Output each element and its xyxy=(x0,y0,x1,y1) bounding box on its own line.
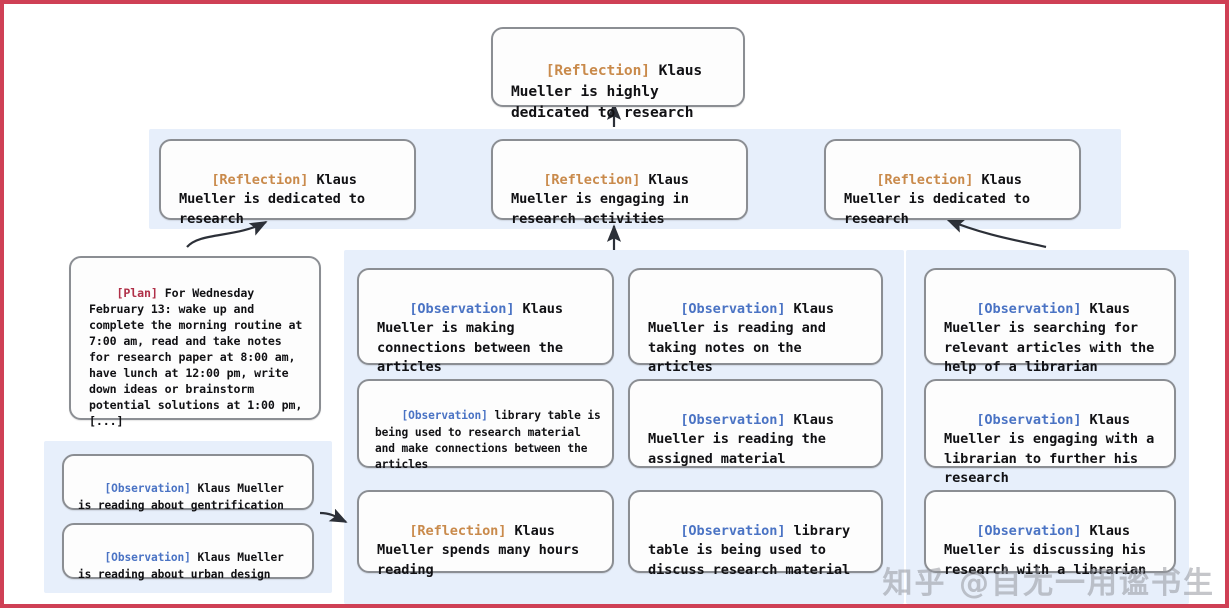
col3-node-one[interactable]: [Observation] Klaus Mueller is searching… xyxy=(924,268,1176,375)
top-reflection-node[interactable]: [Reflection] Klaus Mueller is highly ded… xyxy=(491,27,745,121)
col1-node-three[interactable]: [Reflection] Klaus Mueller spends many h… xyxy=(357,490,614,578)
node-text: Klaus Mueller is highly dedicated to res… xyxy=(511,62,711,122)
node-text: Klaus Mueller is dedicated to research xyxy=(179,171,374,227)
node-text: Klaus Mueller is engaging in research ac… xyxy=(511,171,697,227)
node-text: Klaus Mueller spends many hours reading xyxy=(377,522,588,578)
plan-node[interactable]: [Plan] For Wednesday February 13: wake u… xyxy=(69,256,321,428)
observation-tag: [Observation] xyxy=(104,482,191,496)
node-text: Klaus Mueller is dedicated to research xyxy=(844,171,1039,227)
node-text: For Wednesday February 13: wake up and c… xyxy=(89,285,310,428)
node-text: Klaus Mueller is reading and taking note… xyxy=(648,300,843,376)
observation-tag: [Observation] xyxy=(976,411,1082,428)
reflection-tag: [Reflection] xyxy=(545,62,650,80)
reflection-node-three[interactable]: [Reflection] Klaus Mueller is dedicated … xyxy=(824,139,1081,227)
observation-tag: [Observation] xyxy=(401,409,488,423)
node-text: Klaus Mueller is engaging with a librari… xyxy=(944,411,1163,487)
col3-node-two[interactable]: [Observation] Klaus Mueller is engaging … xyxy=(924,379,1176,486)
col2-node-three[interactable]: [Observation] library table is being use… xyxy=(628,490,883,578)
node-text: Klaus Mueller is making connections betw… xyxy=(377,300,572,376)
node-text: Klaus Mueller is reading the assigned ma… xyxy=(648,411,843,467)
bottomleft-observation-node-two[interactable]: [Observation] Klaus Mueller is reading a… xyxy=(62,523,314,581)
node-text: Klaus Mueller is reading about gentrific… xyxy=(78,482,291,512)
col3-node-three[interactable]: [Observation] Klaus Mueller is discussin… xyxy=(924,490,1176,578)
plan-tag: [Plan] xyxy=(116,285,158,300)
col2-node-one[interactable]: [Observation] Klaus Mueller is reading a… xyxy=(628,268,883,375)
observation-tag: [Observation] xyxy=(680,411,786,428)
node-text: library table is being used to discuss r… xyxy=(648,522,859,578)
observation-tag: [Observation] xyxy=(104,551,191,565)
reflection-tag: [Reflection] xyxy=(211,171,309,188)
bottomleft-observation-node-one[interactable]: [Observation] Klaus Mueller is reading a… xyxy=(62,454,314,512)
observation-tag: [Observation] xyxy=(409,300,515,317)
reflection-tag: [Reflection] xyxy=(876,171,974,188)
node-text: Klaus Mueller is searching for relevant … xyxy=(944,300,1163,376)
node-text: Klaus Mueller is discussing his research… xyxy=(944,522,1155,578)
watermark-text: 知乎 @自尢一用谧书生 xyxy=(882,566,1215,601)
node-text: Klaus Mueller is reading about urban des… xyxy=(78,551,291,581)
observation-tag: [Observation] xyxy=(680,300,786,317)
col1-node-two[interactable]: [Observation] library table is being use… xyxy=(357,379,614,472)
reflection-node-one[interactable]: [Reflection] Klaus Mueller is dedicated … xyxy=(159,139,416,227)
reflection-tag: [Reflection] xyxy=(409,522,507,539)
observation-tag: [Observation] xyxy=(976,522,1082,539)
reflection-node-two[interactable]: [Reflection] Klaus Mueller is engaging i… xyxy=(491,139,748,227)
observation-tag: [Observation] xyxy=(680,522,786,539)
col2-node-two[interactable]: [Observation] Klaus Mueller is reading t… xyxy=(628,379,883,468)
node-text: library table is being used to research … xyxy=(375,409,608,472)
observation-tag: [Observation] xyxy=(976,300,1082,317)
col1-node-one[interactable]: [Observation] Klaus Mueller is making co… xyxy=(357,268,614,375)
reflection-tag: [Reflection] xyxy=(543,171,641,188)
